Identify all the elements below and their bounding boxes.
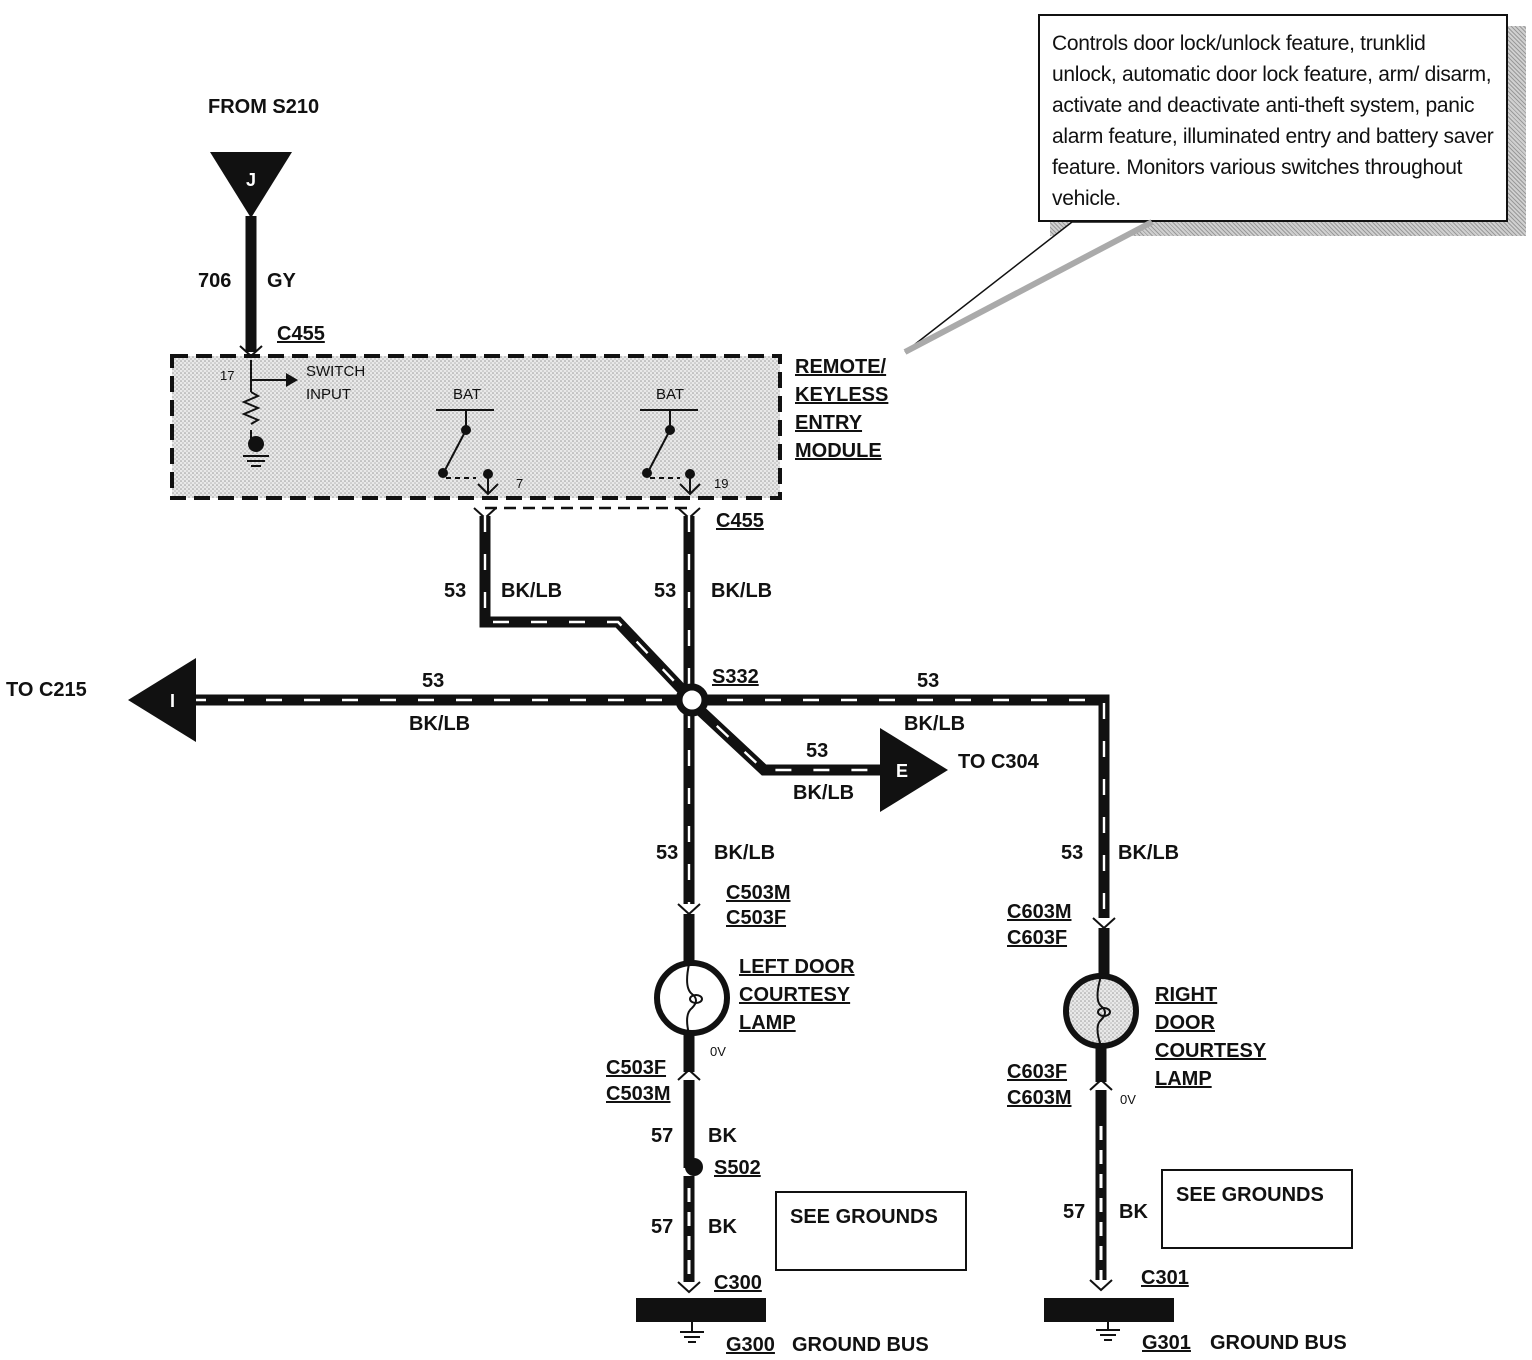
module-title-line-2: KEYLESS (795, 384, 888, 406)
right-lamp-connector-top-2: C603F (1007, 927, 1067, 949)
ground-g301-label: GROUND BUS (1210, 1332, 1347, 1354)
pin-17-label: 17 (220, 368, 234, 383)
left-lamp-name-2: COURTESY (739, 984, 851, 1006)
splice-s332 (675, 683, 709, 717)
connector-c603-top-mark (1092, 917, 1116, 930)
left-lamp-connector-bottom-2: C503M (606, 1083, 670, 1105)
to-c304-circuit: 53 (806, 740, 828, 762)
connector-e: E (880, 728, 948, 812)
splice-s332-label: S332 (712, 666, 759, 688)
splice-s502 (685, 1158, 703, 1176)
wire-53-right-branch (689, 694, 1110, 918)
remote-keyless-entry-module: 17 SWITCH INPUT BAT 7 BAT 19 (170, 354, 782, 500)
from-s210-label: FROM S210 (208, 96, 319, 118)
left-see-grounds-box (775, 1191, 967, 1271)
switch-input-label-2: INPUT (306, 386, 351, 403)
ground-symbol-g301 (1096, 1322, 1120, 1341)
connector-j: J (210, 152, 292, 218)
left-lamp-connector-bottom-1: C503F (606, 1057, 666, 1079)
connector-c503-top-mark (677, 903, 701, 916)
left-ground-upper-color: BK (708, 1125, 737, 1147)
wire-53-right-circuit: 53 (654, 580, 676, 602)
right-lamp-name-1: RIGHT (1155, 984, 1217, 1006)
module-description-note: Controls door lock/unlock feature, trunk… (1038, 14, 1508, 222)
right-lamp-connector-bottom-2: C603M (1007, 1087, 1071, 1109)
wire-53-left-circuit: 53 (444, 580, 466, 602)
splice-s502-label: S502 (714, 1157, 761, 1179)
module-title-line-3: ENTRY (795, 412, 863, 434)
pin-19-label: 19 (714, 476, 728, 491)
wire-53-to-c304 (685, 695, 890, 776)
right-ground-circuit: 57 (1063, 1201, 1085, 1223)
left-drop-color: BK/LB (714, 842, 775, 864)
right-see-grounds-box (1161, 1169, 1353, 1249)
left-ground-lower-color: BK (708, 1216, 737, 1238)
module-title-line-1: REMOTE/ (795, 356, 887, 378)
left-ground-lower-circuit: 57 (651, 1216, 673, 1238)
right-branch-color: BK/LB (904, 713, 965, 735)
connector-i-letter: I (170, 691, 175, 711)
right-see-grounds-label: SEE GROUNDS (1176, 1184, 1324, 1206)
pin-7-label: 7 (516, 476, 523, 491)
right-drop-circuit: 53 (1061, 842, 1083, 864)
connector-c300-label: C300 (714, 1272, 762, 1294)
left-door-courtesy-lamp (654, 960, 730, 1036)
right-lamp-connector-bottom-1: C603F (1007, 1061, 1067, 1083)
left-ground-upper-circuit: 57 (651, 1125, 673, 1147)
ground-g300-id: G300 (726, 1334, 775, 1356)
left-drop-circuit: 53 (656, 842, 678, 864)
connector-j-letter: J (246, 170, 256, 190)
to-c304-color: BK/LB (793, 782, 854, 804)
note-shadow-side (1508, 26, 1526, 236)
wire-53-right-color: BK/LB (711, 580, 772, 602)
left-lamp-name-3: LAMP (739, 1012, 796, 1034)
connector-i: I (128, 658, 196, 742)
connector-c503-bottom-mark (677, 1068, 701, 1081)
right-lamp-name-2: DOOR (1155, 1012, 1216, 1034)
left-lamp-name-1: LEFT DOOR (739, 956, 855, 978)
to-c215-circuit: 53 (422, 670, 444, 692)
left-lamp-connector-top-1: C503M (726, 882, 790, 904)
connector-e-letter: E (896, 761, 908, 781)
ground-g301-id: G301 (1142, 1332, 1191, 1354)
connector-c455-top-label: C455 (277, 323, 325, 345)
ground-symbol-g300 (680, 1322, 704, 1343)
right-ground-color: BK (1119, 1201, 1148, 1223)
to-c215-label: TO C215 (6, 679, 87, 701)
left-lamp-connector-top-2: C503F (726, 907, 786, 929)
connector-c301-mark (1089, 1279, 1113, 1292)
ground-bus-g301 (1044, 1298, 1174, 1322)
note-callout-pointer (903, 219, 1154, 355)
ground-g300-label: GROUND BUS (792, 1334, 929, 1356)
right-drop-color: BK/LB (1118, 842, 1179, 864)
wire-53-left-color: BK/LB (501, 580, 562, 602)
left-see-grounds-label: SEE GROUNDS (790, 1206, 938, 1228)
right-branch-circuit: 53 (917, 670, 939, 692)
bat-label-2: BAT (656, 386, 684, 403)
connector-c301-label: C301 (1141, 1267, 1189, 1289)
bat-label-1: BAT (453, 386, 481, 403)
switch-input-label-1: SWITCH (306, 363, 365, 380)
note-shadow (1050, 222, 1526, 236)
to-c215-color: BK/LB (409, 713, 470, 735)
right-door-courtesy-lamp (1063, 973, 1139, 1049)
to-c304-label: TO C304 (958, 751, 1040, 773)
left-lamp-voltage: 0V (710, 1044, 726, 1059)
right-lamp-voltage: 0V (1120, 1092, 1136, 1107)
ground-bus-g300 (636, 1298, 766, 1322)
connector-c300-mark (677, 1281, 701, 1294)
right-lamp-connector-top-1: C603M (1007, 901, 1071, 923)
wire-706-circuit: 706 (198, 270, 231, 292)
module-title-line-4: MODULE (795, 440, 882, 462)
right-lamp-name-4: LAMP (1155, 1068, 1212, 1090)
module-description-text: Controls door lock/unlock feature, trunk… (1052, 32, 1494, 210)
right-lamp-name-3: COURTESY (1155, 1040, 1267, 1062)
wire-53-from-pin-7 (479, 516, 696, 704)
connector-c603-bottom-mark (1089, 1078, 1113, 1091)
connector-c455-bottom-label: C455 (716, 510, 764, 532)
wire-706-color: GY (267, 270, 297, 292)
